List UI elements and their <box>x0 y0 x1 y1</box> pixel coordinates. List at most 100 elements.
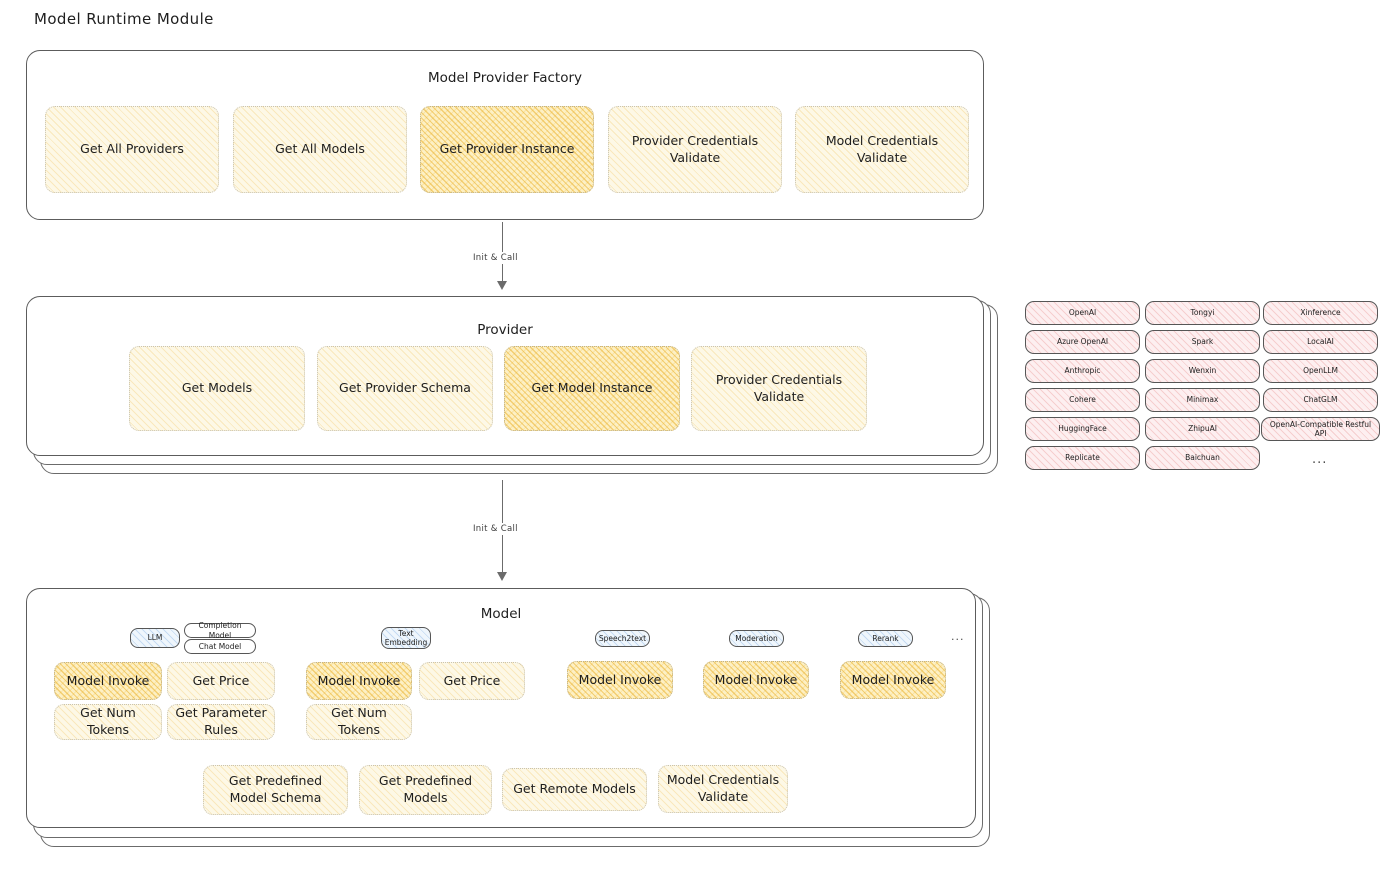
text-embedding-node-model-invoke[interactable]: Model Invoke <box>306 662 412 700</box>
provider-chip-localai[interactable]: LocalAI <box>1263 330 1378 354</box>
provider-chip-wenxin[interactable]: Wenxin <box>1145 359 1260 383</box>
chip-label: Spark <box>1191 337 1214 347</box>
node-label: Get Price <box>443 672 501 688</box>
provider-chip-tongyi[interactable]: Tongyi <box>1145 301 1260 325</box>
chip-label: Text Embedding <box>384 628 428 647</box>
arrow-provider-to-model-head <box>497 572 507 581</box>
llm-node-get-num-tokens[interactable]: Get Num Tokens <box>54 704 162 740</box>
node-label: Get Predefined Model Schema <box>228 773 323 805</box>
provider-chip-minimax[interactable]: Minimax <box>1145 388 1260 412</box>
rerank-node-model-invoke[interactable]: Model Invoke <box>840 661 946 699</box>
node-label: Get Num Tokens <box>331 705 387 737</box>
node-label: Get Predefined Models <box>378 773 473 805</box>
provider-chip-baichuan[interactable]: Baichuan <box>1145 446 1260 470</box>
provider-chip-openllm[interactable]: OpenLLM <box>1263 359 1378 383</box>
model-provider-factory-title: Model Provider Factory <box>427 70 582 86</box>
chip-label: Baichuan <box>1185 453 1220 463</box>
node-label: Provider Credentials Validate <box>631 132 759 165</box>
chip-label: Chat Model <box>198 641 242 651</box>
chip-label: ZhipuAI <box>1188 424 1217 434</box>
model-type-chip-rerank[interactable]: Rerank <box>858 630 913 647</box>
text-embedding-node-get-num-tokens[interactable]: Get Num Tokens <box>306 704 412 740</box>
factory-node-get-provider-instance[interactable]: Get Provider Instance <box>420 106 594 193</box>
model-subchip-chat-model[interactable]: Chat Model <box>184 639 256 654</box>
chip-label: Cohere <box>1069 395 1096 405</box>
model-node-get-predefined-models[interactable]: Get Predefined Models <box>359 765 492 815</box>
moderation-node-model-invoke[interactable]: Model Invoke <box>703 661 809 699</box>
provider-chip-openai[interactable]: OpenAI <box>1025 301 1140 325</box>
model-type-chip-moderation[interactable]: Moderation <box>729 630 784 647</box>
node-label: Get Provider Schema <box>339 380 471 396</box>
speech2text-node-model-invoke[interactable]: Model Invoke <box>567 661 673 699</box>
provider-chip-replicate[interactable]: Replicate <box>1025 446 1140 470</box>
chip-label: LocalAI <box>1307 337 1334 347</box>
chip-label: Replicate <box>1065 453 1100 463</box>
chip-label: Completion Model <box>198 621 242 640</box>
provider-title: Provider <box>477 322 533 338</box>
node-label: Get Remote Models <box>513 781 636 797</box>
chip-label: Anthropic <box>1064 366 1101 376</box>
chip-label: OpenLLM <box>1303 366 1338 376</box>
chip-label: Xinference <box>1300 308 1341 318</box>
node-label: Model Credentials Validate <box>666 772 780 804</box>
node-label: Model Invoke <box>66 672 150 688</box>
page-title: Model Runtime Module <box>34 10 214 28</box>
provider-chip-zhipuai[interactable]: ZhipuAI <box>1145 417 1260 441</box>
chip-label: Minimax <box>1186 395 1219 405</box>
node-label: Get Models <box>181 380 253 396</box>
chip-label: Tongyi <box>1190 308 1215 318</box>
text-embedding-node-get-price[interactable]: Get Price <box>419 662 525 700</box>
factory-node-model-credentials-validate[interactable]: Model Credentials Validate <box>795 106 969 193</box>
llm-node-model-invoke[interactable]: Model Invoke <box>54 662 162 700</box>
model-title: Model <box>480 606 522 622</box>
chip-label: Rerank <box>872 633 899 643</box>
model-subchip-completion-model[interactable]: Completion Model <box>184 621 256 640</box>
model-node-get-remote-models[interactable]: Get Remote Models <box>502 768 647 811</box>
arrow-provider-to-model-label: Init & Call <box>469 523 522 535</box>
llm-node-get-parameter-rules[interactable]: Get Parameter Rules <box>167 704 275 740</box>
provider-node-get-model-instance[interactable]: Get Model Instance <box>504 346 680 431</box>
factory-node-get-all-models[interactable]: Get All Models <box>233 106 407 193</box>
node-label: Get All Models <box>275 141 365 157</box>
provider-chip-xinference[interactable]: Xinference <box>1263 301 1378 325</box>
chip-label: Wenxin <box>1188 366 1217 376</box>
model-type-chip-speech2text[interactable]: Speech2text <box>595 630 650 647</box>
factory-node-provider-credentials-validate[interactable]: Provider Credentials Validate <box>608 106 782 193</box>
model-type-chip-llm[interactable]: LLM <box>130 628 180 648</box>
node-label: Model Credentials Validate <box>825 132 939 165</box>
arrow-factory-to-provider-head <box>497 281 507 290</box>
chip-label: HuggingFace <box>1058 424 1107 434</box>
provider-chip-anthropic[interactable]: Anthropic <box>1025 359 1140 383</box>
node-label: Model Invoke <box>578 671 662 687</box>
arrow-factory-to-provider-label: Init & Call <box>469 252 522 264</box>
provider-chip-spark[interactable]: Spark <box>1145 330 1260 354</box>
chip-label: OpenAI <box>1068 308 1097 318</box>
provider-node-get-models[interactable]: Get Models <box>129 346 305 431</box>
node-label: Provider Credentials Validate <box>715 371 843 404</box>
chip-label: Moderation <box>735 633 778 643</box>
provider-chip-openai-compatible-restful-api[interactable]: OpenAI-Compatible Restful API <box>1261 417 1380 441</box>
model-type-chip-text-embedding[interactable]: Text Embedding <box>381 627 431 649</box>
provider-node-provider-credentials-validate[interactable]: Provider Credentials Validate <box>691 346 867 431</box>
provider-chip-chatglm[interactable]: ChatGLM <box>1263 388 1378 412</box>
chip-label: ChatGLM <box>1303 395 1338 405</box>
chip-label: Speech2text <box>598 633 647 643</box>
node-label: Get Num Tokens <box>80 705 136 737</box>
chip-label: Azure OpenAI <box>1056 337 1109 347</box>
node-label: Get Price <box>192 672 250 688</box>
chip-label: LLM <box>147 633 163 643</box>
provider-chip-azure-openai[interactable]: Azure OpenAI <box>1025 330 1140 354</box>
provider-node-get-provider-schema[interactable]: Get Provider Schema <box>317 346 493 431</box>
model-node-get-predefined-model-schema[interactable]: Get Predefined Model Schema <box>203 765 348 815</box>
node-label: Get Model Instance <box>531 380 653 396</box>
factory-node-get-all-providers[interactable]: Get All Providers <box>45 106 219 193</box>
chip-label: OpenAI-Compatible Restful API <box>1269 419 1372 438</box>
provider-chip-cohere[interactable]: Cohere <box>1025 388 1140 412</box>
node-label: Model Invoke <box>714 671 798 687</box>
provider-chip-huggingface[interactable]: HuggingFace <box>1025 417 1140 441</box>
provider-list-more-ellipsis: ... <box>1312 452 1328 467</box>
llm-node-get-price[interactable]: Get Price <box>167 662 275 700</box>
model-node-model-credentials-validate[interactable]: Model Credentials Validate <box>658 765 788 813</box>
node-label: Model Invoke <box>317 672 401 688</box>
